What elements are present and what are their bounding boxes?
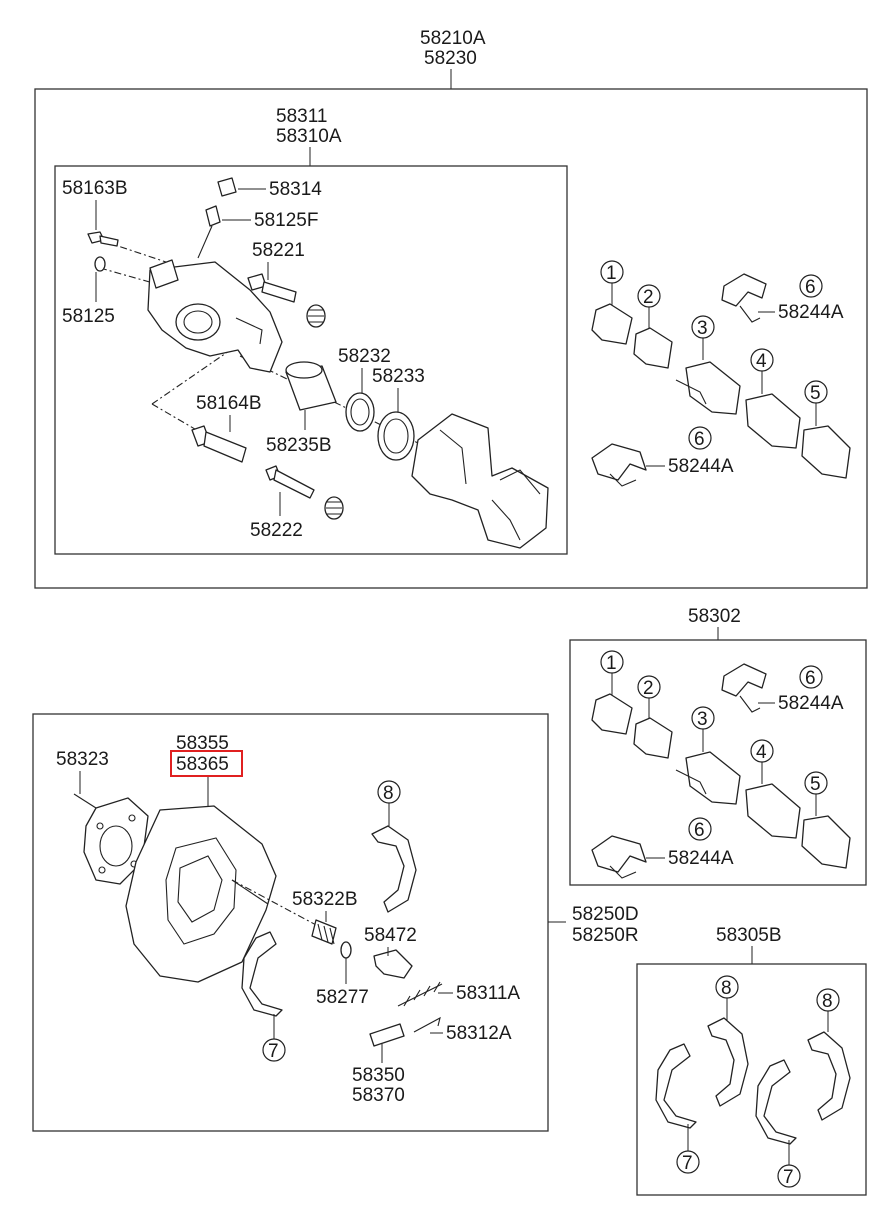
callout-2-text: 2 — [643, 287, 654, 308]
callout-6-bottom-text: 6 — [694, 429, 705, 450]
label-58350[interactable]: 58350 — [352, 1065, 405, 1086]
callout-3-kit-text: 3 — [697, 709, 708, 730]
callout-7-kit-a-text: 7 — [682, 1153, 693, 1174]
label-58164B[interactable]: 58164B — [196, 393, 262, 414]
callout-4-kit-text: 4 — [756, 742, 767, 763]
callout-8-brake-text: 8 — [383, 783, 394, 804]
label-58244A-bottom[interactable]: 58244A — [668, 456, 734, 477]
callout-6-top[interactable] — [799, 274, 823, 298]
callout-4-text: 4 — [756, 351, 767, 372]
shoe-kit-frame — [636, 963, 867, 1196]
callout-2-kit-text: 2 — [643, 678, 654, 699]
label-58233[interactable]: 58233 — [372, 366, 425, 387]
callout-6-kit-top-text: 6 — [805, 668, 816, 689]
label-58235B[interactable]: 58235B — [266, 435, 332, 456]
callout-8-kit-a-text: 8 — [721, 978, 732, 999]
callout-1-text: 1 — [606, 263, 617, 284]
label-58365[interactable]: 58365 — [176, 754, 229, 775]
label-58311A[interactable]: 58311A — [456, 983, 520, 1004]
shoe-kit-drawing: 8 8 7 7 — [655, 975, 851, 1188]
label-58312A[interactable]: 58312A — [446, 1023, 512, 1044]
label-58232[interactable]: 58232 — [338, 346, 391, 367]
caliper-kit-frame — [54, 165, 568, 555]
label-58310A[interactable]: 58310A — [276, 126, 342, 147]
callout-3-text: 3 — [697, 318, 708, 339]
label-58472[interactable]: 58472 — [364, 925, 417, 946]
label-58244A-top[interactable]: 58244A — [778, 302, 844, 323]
label-58163B[interactable]: 58163B — [62, 178, 128, 199]
callout-6-kit-bottom-text: 6 — [694, 820, 705, 841]
label-58355[interactable]: 58355 — [176, 733, 229, 754]
label-58323[interactable]: 58323 — [56, 749, 109, 770]
parking-brake-frame — [32, 713, 549, 1132]
callout-6-kit-bottom[interactable] — [688, 817, 712, 841]
label-58230[interactable]: 58230 — [424, 48, 477, 69]
label-58314[interactable]: 58314 — [269, 179, 322, 200]
label-58311[interactable]: 58311 — [276, 106, 327, 127]
caliper-assembly-frame — [34, 88, 868, 589]
callout-6-top-text: 6 — [805, 277, 816, 298]
brake-backing-drawing — [73, 793, 443, 1047]
label-58244A-kit-bottom[interactable]: 58244A — [668, 848, 734, 869]
label-58370[interactable]: 58370 — [352, 1085, 405, 1106]
label-58277[interactable]: 58277 — [316, 987, 369, 1008]
label-58305B[interactable]: 58305B — [716, 925, 782, 946]
label-58125F[interactable]: 58125F — [254, 210, 318, 231]
label-58322B[interactable]: 58322B — [292, 889, 358, 910]
highlight-58365[interactable] — [170, 750, 243, 777]
callout-7-kit-b-text: 7 — [783, 1167, 794, 1188]
callout-7-brake-text: 7 — [268, 1041, 279, 1062]
callout-6-kit-top[interactable] — [799, 665, 823, 689]
label-58250R[interactable]: 58250R — [572, 925, 639, 946]
pad-set-kit: 1 2 3 4 5 6 58244A 6 58244A — [591, 650, 851, 879]
callout-5-text: 5 — [810, 383, 821, 404]
label-58302[interactable]: 58302 — [688, 606, 741, 627]
label-58210A[interactable]: 58210A — [420, 28, 486, 49]
callout-1-kit-text: 1 — [606, 653, 617, 674]
label-58244A-kit-top[interactable]: 58244A — [778, 693, 844, 714]
label-58221[interactable]: 58221 — [252, 240, 305, 261]
pad-kit-frame — [569, 639, 867, 886]
pad-set-top: 1 2 3 4 5 6 58244A 6 58244A — [591, 260, 851, 487]
caliper-drawing — [87, 177, 549, 549]
callout-5-kit-text: 5 — [810, 774, 821, 795]
label-58125[interactable]: 58125 — [62, 306, 115, 327]
callout-6-bottom[interactable] — [688, 426, 712, 450]
callout-8-kit-b-text: 8 — [822, 991, 833, 1012]
label-58222[interactable]: 58222 — [250, 520, 303, 541]
label-58250D[interactable]: 58250D — [572, 904, 639, 925]
